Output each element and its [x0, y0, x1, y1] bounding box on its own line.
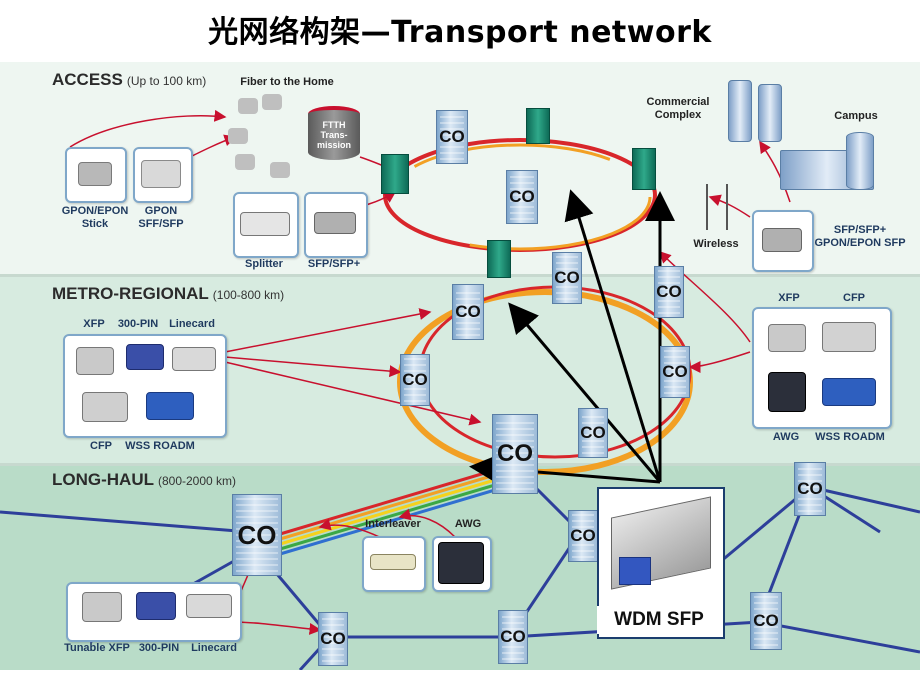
splitter-label: Splitter: [245, 258, 283, 270]
access-node-icon: [632, 148, 656, 190]
tunable-xfp-icon: [82, 592, 122, 622]
pin300-label: 300-PIN: [117, 318, 159, 330]
cfp-right-label: CFP: [843, 292, 865, 304]
house-icon: [238, 98, 258, 114]
xfp-right-label: XFP: [778, 292, 800, 304]
cfp-label: CFP: [90, 440, 112, 452]
commercial-label: Commercial Complex: [646, 96, 710, 121]
linecard-icon: [172, 347, 216, 371]
campus-tower-icon: [846, 132, 874, 190]
access-node-icon: [526, 108, 550, 144]
wss-right-label: WSS ROADM: [815, 431, 885, 443]
linecard-lh-label: Linecard: [191, 642, 237, 654]
awg-right-label: AWG: [772, 431, 800, 443]
page-title: 光网络构架—Transport network: [208, 15, 712, 50]
co-building: CO: [568, 510, 598, 562]
awg-module-icon: [768, 372, 806, 412]
pin300-module-icon: [126, 344, 164, 370]
co-hub-building: CO: [232, 494, 282, 576]
wireless-label: Wireless: [693, 238, 739, 250]
wdm-sfp-arrows: [469, 189, 675, 484]
gpon-stick-label: GPON/EPON Stick: [61, 205, 129, 230]
xfp-module-icon: [768, 324, 806, 352]
co-building: CO: [400, 354, 430, 406]
bottom-strip: [0, 670, 920, 690]
co-building: CO: [436, 110, 468, 164]
longhaul-title: LONG-HAUL(800-2000 km): [52, 470, 237, 489]
metro-title: METRO-REGIONAL(100-800 km): [52, 284, 285, 303]
house-icon: [235, 154, 255, 170]
fiber-home-label: Fiber to the Home: [240, 76, 334, 88]
house-icon: [262, 94, 282, 110]
co-building: CO: [654, 266, 684, 318]
xfp-module-icon: [76, 347, 114, 375]
cfp-module-icon: [82, 392, 128, 422]
sfp-module-icon: [762, 228, 802, 252]
tunable-xfp-label: Tunable XFP: [64, 642, 130, 654]
co-building: CO: [452, 284, 484, 340]
co-building: CO: [578, 408, 608, 458]
band-divider: [0, 274, 920, 277]
wss-roadm-icon: [146, 392, 194, 420]
campus-label: Campus: [834, 110, 878, 122]
gpon-sff-label: GPON SFF/SFP: [138, 205, 184, 230]
co-building: CO: [750, 592, 782, 650]
wss-roadm-icon: [822, 378, 876, 406]
network-diagram: ACCESS(Up to 100 km) METRO-REGIONAL(100-…: [0, 62, 920, 670]
wireless-tower-icon: [706, 184, 728, 230]
ftth-label: FTTH Trans- mission: [316, 120, 351, 150]
pin300-module-icon: [136, 592, 176, 620]
sff-module-icon: [141, 160, 181, 188]
lc-connector-icon: [619, 557, 651, 585]
co-building: CO: [794, 462, 826, 516]
access-node-icon: [381, 154, 409, 194]
co-building: CO: [506, 170, 538, 224]
linecard-icon: [186, 594, 232, 618]
wss-label: WSS ROADM: [125, 440, 195, 452]
awg-module-icon: [438, 542, 484, 584]
co-building: CO: [318, 612, 348, 666]
house-icon: [228, 128, 248, 144]
co-building: CO: [660, 346, 690, 398]
access-node-icon: [487, 240, 511, 278]
office-tower-icon: [728, 80, 752, 142]
sfp-plus-label: SFP/SFP+: [307, 258, 361, 270]
office-tower-icon: [758, 84, 782, 142]
splitter-icon: [240, 212, 290, 236]
interleaver-label: Interleaver: [365, 518, 421, 530]
pin300-lh-label: 300-PIN: [138, 642, 180, 654]
cfp-module-icon: [822, 322, 876, 352]
co-hub-building: CO: [492, 414, 538, 494]
sfp-gpon-label: SFP/SFP+ GPON/EPON SFP: [814, 224, 906, 249]
interleaver-icon: [370, 554, 416, 570]
ftth-cylinder-icon: [308, 106, 360, 160]
access-title: ACCESS(Up to 100 km): [52, 70, 207, 89]
wdm-sfp-label: WDM SFP: [597, 606, 721, 634]
wdm-fiber-bundle: [269, 465, 506, 559]
sfp-module-icon: [314, 212, 356, 234]
co-building: CO: [552, 252, 582, 304]
gpon-stick-box: [65, 147, 127, 203]
awg-label: AWG: [454, 518, 482, 530]
house-icon: [270, 162, 290, 178]
sfp-module-icon: [78, 162, 112, 186]
xfp-label: XFP: [83, 318, 105, 330]
co-building: CO: [498, 610, 528, 664]
linecard-label: Linecard: [169, 318, 215, 330]
metro-ring: [397, 289, 693, 475]
band-divider: [0, 463, 920, 466]
